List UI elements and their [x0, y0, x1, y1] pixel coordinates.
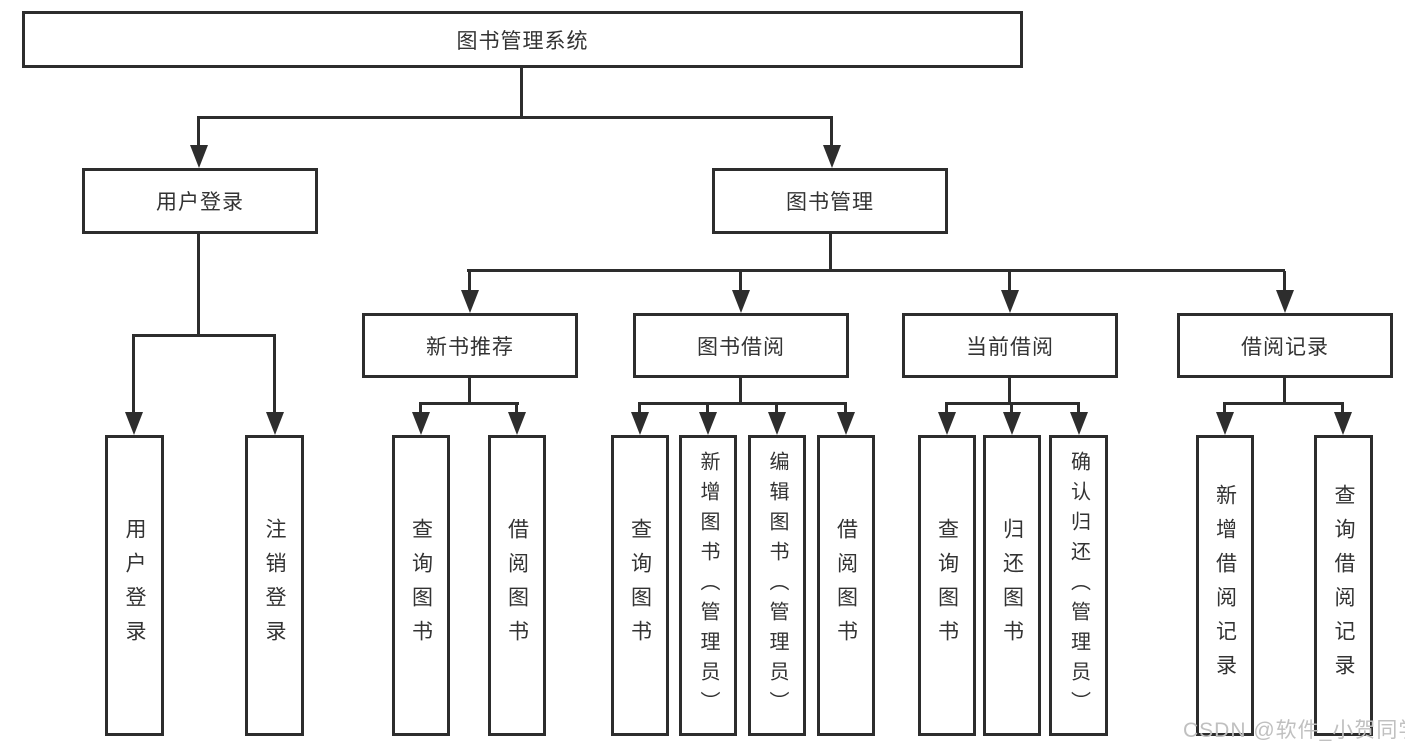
connector-currentborrow-stem [1008, 377, 1011, 404]
leaf-label: 查询借阅记录 [1332, 483, 1355, 688]
connector-drop-user-login [197, 118, 200, 147]
arrowhead-leaf [767, 412, 786, 435]
arrowhead-leaf [507, 412, 526, 435]
arrowhead-leaf [1002, 412, 1021, 435]
arrowhead-current-borrow [1000, 290, 1019, 313]
connector-bookmgmt-hbar [467, 269, 1285, 272]
leaf-add-borrow-record: 新增借阅记录 [1196, 435, 1254, 736]
arrowhead-leaf-logout [265, 412, 284, 435]
leaf-label: 归还图书 [1000, 517, 1024, 654]
node-label: 用户登录 [156, 191, 244, 214]
leaf-label: 查询图书 [409, 517, 433, 654]
leaf-label: 借阅图书 [505, 517, 529, 654]
leaf-query-books-current: 查询图书 [918, 435, 976, 736]
leaf-label: 新增借阅记录 [1213, 483, 1237, 688]
node-current-borrowing: 当前借阅 [902, 313, 1118, 378]
arrowhead-leaf [1215, 412, 1234, 435]
node-library-management-system: 图书管理系统 [22, 11, 1023, 68]
node-label: 借阅记录 [1241, 335, 1329, 359]
arrowhead-borrow-records [1275, 290, 1294, 313]
node-label: 图书管理系统 [456, 29, 589, 53]
leaf-label: 用户登录 [123, 517, 146, 654]
connector-records-stem [1283, 377, 1286, 404]
connector-userlogin-stem [197, 233, 200, 336]
leaf-add-books-admin: 新增图书（管理员） [679, 435, 737, 736]
connector-drop [706, 404, 709, 414]
leaf-confirm-return-admin: 确认归还（管理员） [1049, 435, 1108, 736]
arrowhead-book-management [822, 145, 841, 168]
connector-newbook-hbar [419, 402, 519, 405]
node-borrowing-records: 借阅记录 [1177, 313, 1393, 378]
connector-drop [1077, 404, 1080, 414]
leaf-label: 确认归还（管理员） [1067, 450, 1090, 721]
connector-drop [1341, 404, 1344, 414]
connector-drop [515, 404, 518, 414]
leaf-query-borrow-record: 查询借阅记录 [1314, 435, 1373, 736]
connector-drop-leaf-logout [273, 336, 276, 413]
leaf-label: 查询图书 [628, 517, 652, 654]
csdn-watermark: CSDN @软件_小贺同学 [1183, 719, 1405, 742]
arrowhead-leaf [1333, 412, 1352, 435]
leaf-label: 编辑图书（管理员） [766, 450, 788, 721]
node-user-login: 用户登录 [82, 168, 318, 234]
arrowhead-leaf [411, 412, 430, 435]
leaf-label: 查询图书 [935, 517, 959, 654]
arrowhead-leaf [1069, 412, 1088, 435]
connector-userlogin-hbar [132, 334, 276, 337]
node-label: 当前借阅 [966, 335, 1054, 359]
connector-bookborrow-hbar [638, 402, 847, 405]
connector-drop [945, 404, 948, 414]
leaf-return-books: 归还图书 [983, 435, 1041, 736]
node-new-book-recommendation: 新书推荐 [362, 313, 578, 378]
leaf-user-login: 用户登录 [105, 435, 164, 736]
leaf-borrow-books: 借阅图书 [817, 435, 875, 736]
connector-drop-new-book [468, 271, 471, 292]
connector-drop [844, 404, 847, 414]
arrowhead-leaf [836, 412, 855, 435]
connector-newbook-stem [468, 377, 471, 404]
leaf-edit-books-admin: 编辑图书（管理员） [748, 435, 806, 736]
leaf-query-books-borrow: 查询图书 [611, 435, 669, 736]
connector-drop [419, 404, 422, 414]
node-book-borrowing: 图书借阅 [633, 313, 849, 378]
arrowhead-user-login [189, 145, 208, 168]
connector-drop [775, 404, 778, 414]
leaf-label: 借阅图书 [834, 517, 858, 654]
connector-drop [638, 404, 641, 414]
connector-bookborrow-stem [739, 377, 742, 404]
leaf-logout: 注销登录 [245, 435, 304, 736]
arrowhead-leaf-login [124, 412, 143, 435]
leaf-label: 注销登录 [263, 517, 286, 654]
connector-root-hbar [197, 116, 833, 119]
node-label: 新书推荐 [426, 335, 514, 359]
node-label: 图书借阅 [697, 335, 785, 359]
connector-records-hbar [1223, 402, 1344, 405]
connector-drop-book-borrow [739, 271, 742, 292]
connector-drop-book-management [830, 118, 833, 147]
leaf-borrow-books-recommend: 借阅图书 [488, 435, 546, 736]
connector-drop [1010, 404, 1013, 414]
connector-drop [1223, 404, 1226, 414]
connector-root-stem [520, 67, 523, 118]
connector-drop-current-borrow [1008, 271, 1011, 292]
node-book-management: 图书管理 [712, 168, 948, 234]
arrowhead-new-book [460, 290, 479, 313]
leaf-query-books-recommend: 查询图书 [392, 435, 450, 736]
node-label: 图书管理 [786, 191, 874, 214]
arrowhead-leaf [630, 412, 649, 435]
arrowhead-leaf [937, 412, 956, 435]
connector-currentborrow-hbar [945, 402, 1080, 405]
arrowhead-leaf [698, 412, 717, 435]
leaf-label: 新增图书（管理员） [697, 450, 719, 721]
connector-drop-borrow-records [1283, 271, 1286, 292]
arrowhead-book-borrow [731, 290, 750, 313]
connector-drop-leaf-login [132, 336, 135, 413]
connector-bookmgmt-stem [829, 233, 832, 272]
